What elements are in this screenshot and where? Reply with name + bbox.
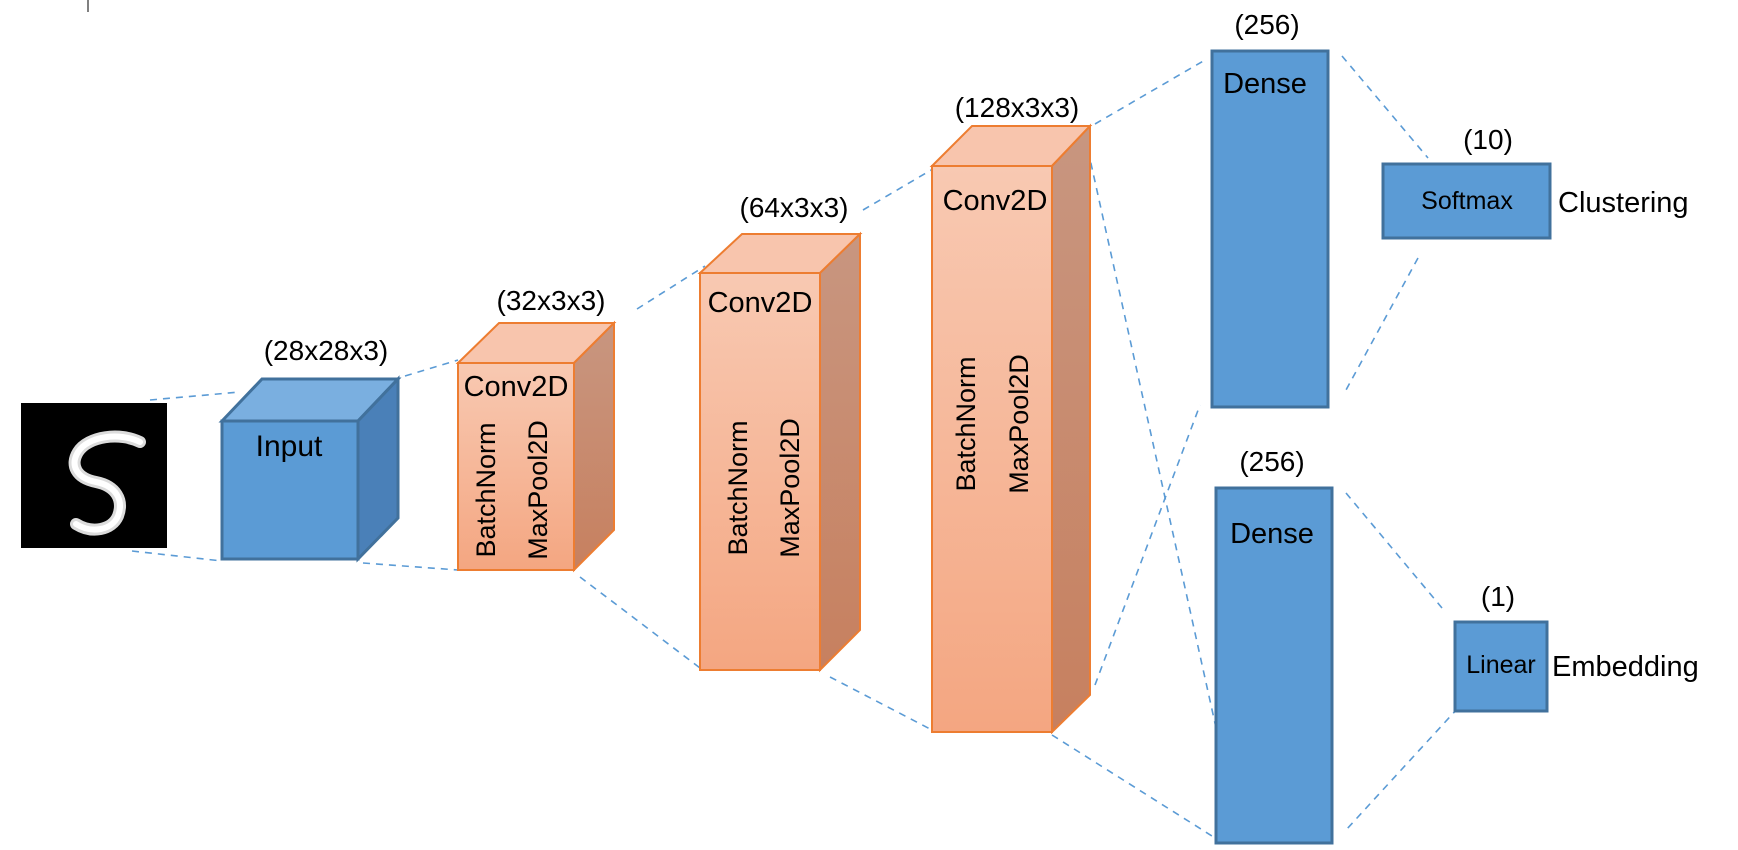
connector-line (404, 359, 459, 377)
dense-block-top: (256) Dense (1210, 9, 1330, 409)
embedding-label: Embedding (1552, 651, 1699, 683)
connector-line (636, 265, 706, 310)
connector-line (1094, 404, 1201, 686)
input-digit-image (21, 403, 167, 548)
dense-top-label: Dense (1223, 68, 1307, 100)
conv2-label: Conv2D (708, 287, 813, 319)
conv3-shape-label: (128x3x3) (955, 92, 1080, 123)
dense-top-shape-label: (256) (1234, 9, 1299, 40)
connector-line (1341, 55, 1429, 159)
conv3-label: Conv2D (943, 185, 1048, 217)
conv-block-1: (32x3x3) Conv2D BatchNorm MaxPool2D (455, 285, 617, 573)
conv2-shape-label: (64x3x3) (740, 192, 849, 223)
connector-line (579, 576, 701, 669)
conv1-label: Conv2D (464, 371, 569, 403)
connector-line (149, 391, 241, 401)
input-shape-label: (28x28x3) (264, 335, 389, 366)
conv3-maxpool-label: MaxPool2D (1004, 354, 1034, 494)
conv1-batchnorm-label: BatchNorm (471, 422, 501, 557)
connector-line (829, 676, 933, 731)
conv1-maxpool-label: MaxPool2D (523, 420, 553, 560)
conv-block-2: (64x3x3) Conv2D BatchNorm MaxPool2D (697, 192, 863, 673)
softmax-label: Softmax (1421, 187, 1513, 215)
linear-label: Linear (1466, 651, 1536, 679)
connector-line (1345, 707, 1459, 831)
connector-line (131, 550, 223, 562)
input-label: Input (256, 430, 323, 463)
conv2-maxpool-label: MaxPool2D (775, 418, 805, 558)
connector-line (1345, 257, 1419, 391)
conv1-shape-label: (32x3x3) (497, 285, 606, 316)
clustering-label: Clustering (1558, 187, 1689, 219)
dense-bottom-shape-label: (256) (1239, 446, 1304, 477)
linear-shape-label: (1) (1481, 581, 1515, 612)
conv2-batchnorm-label: BatchNorm (723, 420, 753, 555)
softmax-head: (10) Softmax Clustering (1381, 124, 1689, 240)
connector-line (1094, 59, 1206, 125)
connector-line (362, 562, 459, 571)
dense-block-bottom: (256) Dense (1214, 446, 1334, 845)
connector-line (862, 165, 939, 211)
conv-block-3: (128x3x3) Conv2D BatchNorm MaxPool2D (929, 92, 1093, 735)
connector-line (1051, 734, 1213, 837)
connector-lines (131, 55, 1459, 837)
softmax-shape-label: (10) (1463, 124, 1513, 155)
input-block: (28x28x3) Input (218, 335, 402, 563)
conv3-batchnorm-label: BatchNorm (951, 356, 981, 491)
linear-head: (1) Linear Embedding (1453, 581, 1699, 713)
connector-line (1345, 492, 1443, 609)
dense-bottom-label: Dense (1230, 518, 1314, 550)
